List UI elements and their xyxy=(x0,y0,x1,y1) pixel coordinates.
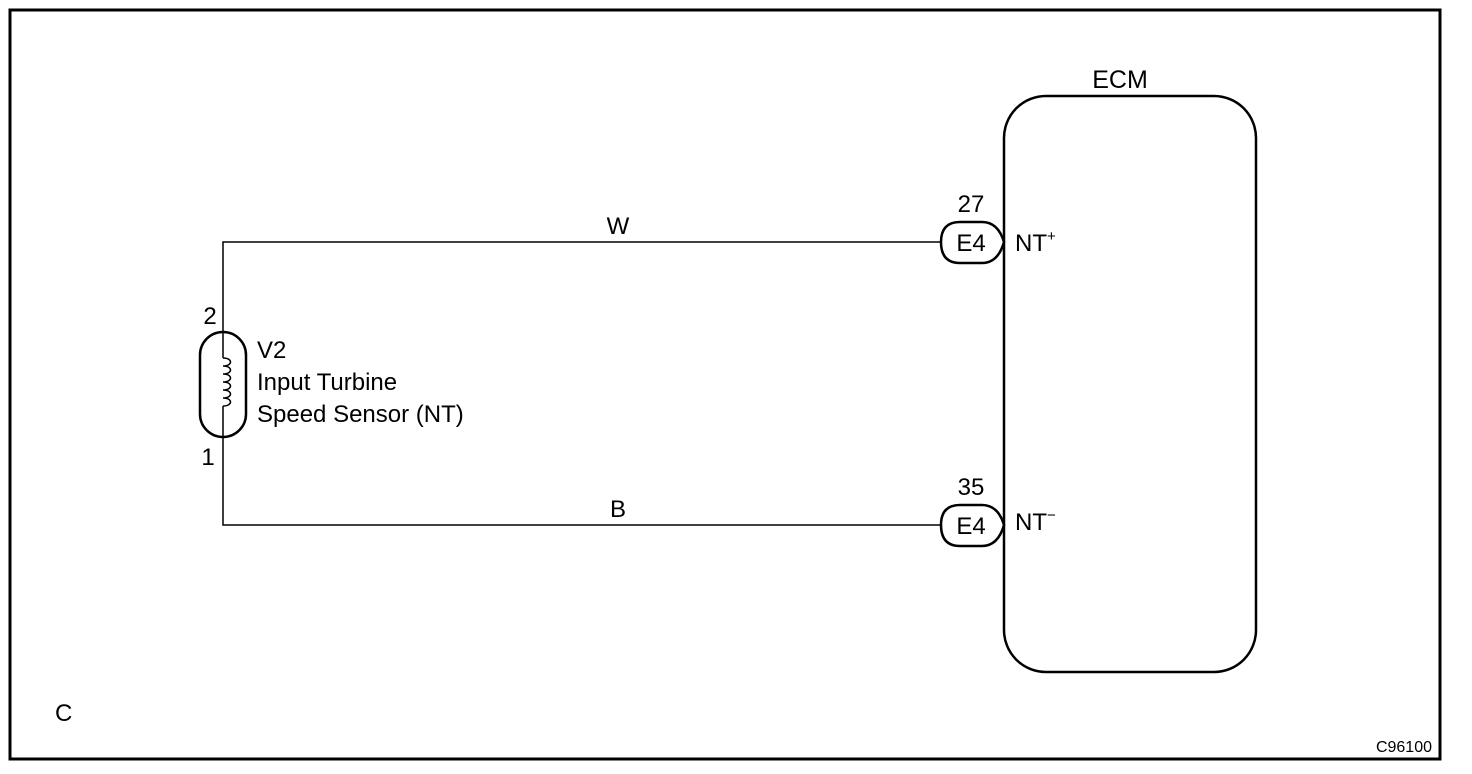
wire-w-color-label: W xyxy=(607,213,630,240)
sensor-v2: 2 1 V2 Input Turbine Speed Sensor (NT) xyxy=(198,303,464,471)
wire-w xyxy=(222,241,943,332)
wire-b-color-label: B xyxy=(610,496,626,523)
sensor-name-line1: Input Turbine xyxy=(257,369,397,396)
wire-b xyxy=(222,436,943,526)
connector-e4-label: E4 xyxy=(956,230,985,257)
sensor-pin-1: 1 xyxy=(201,444,214,471)
corner-code: C xyxy=(55,700,72,727)
diagram-frame xyxy=(8,8,1442,761)
pin-number-27: 27 xyxy=(958,191,985,218)
pin-number-35: 35 xyxy=(958,474,985,501)
ecm-label: ECM xyxy=(1092,66,1148,94)
connector-e4-label: E4 xyxy=(956,513,985,540)
figure-id: C96100 xyxy=(1376,739,1432,756)
terminal-nt-plus-label: NT+ xyxy=(1015,228,1056,257)
coil-icon xyxy=(222,357,232,407)
connector-e4-shape xyxy=(939,503,1006,548)
sensor-pin-2: 2 xyxy=(203,303,216,330)
connector-e4-pin-35: E4 35 NT− xyxy=(939,474,1056,548)
connector-e4-shape xyxy=(939,220,1006,265)
terminal-nt-minus-label: NT− xyxy=(1015,507,1056,536)
ecm-box xyxy=(1002,94,1258,674)
connector-e4-pin-27: E4 27 NT+ xyxy=(939,191,1056,265)
sensor-name-line2: Speed Sensor (NT) xyxy=(257,401,464,428)
sensor-code: V2 xyxy=(257,337,286,364)
